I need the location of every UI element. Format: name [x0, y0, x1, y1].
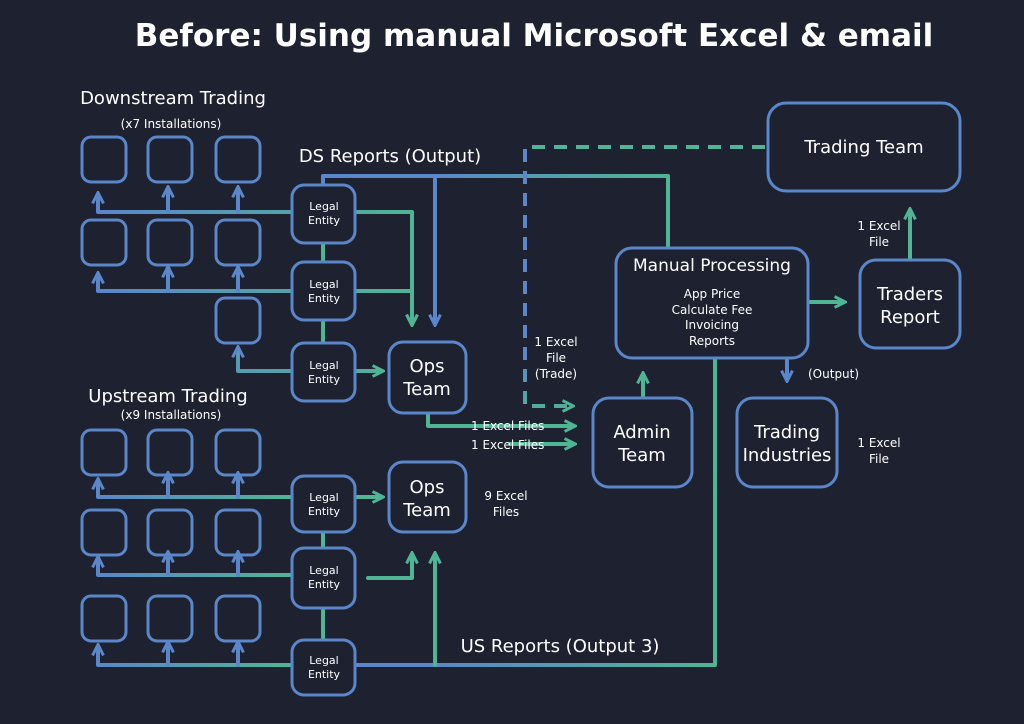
legal-entity-box: [290, 474, 357, 534]
connector-us-row1: [98, 484, 292, 499]
installation-box: [214, 218, 262, 267]
downstream-installations: (x7 Installations): [120, 117, 222, 131]
trading-industries-box: [735, 396, 839, 489]
ops-team-box: [387, 460, 468, 534]
upstream-installations: (x9 Installations): [120, 408, 222, 422]
installation-box: [146, 594, 194, 643]
installation-box: [214, 135, 262, 184]
connector-ds-row1: [98, 198, 412, 320]
page-title: Before: Using manual Microsoft Excel & e…: [134, 18, 934, 54]
legal-entity-box: [290, 260, 357, 322]
legal-entity-box: [290, 341, 357, 403]
installation-box: [214, 594, 262, 643]
installation-box: [80, 594, 128, 643]
manual-processing-title: Manual Processing: [633, 256, 791, 276]
ds-reports-label: DS Reports (Output): [298, 146, 482, 167]
legal-entity-box: [290, 638, 357, 697]
note-excel-files-2: 1 Excel Files: [471, 438, 545, 452]
connector-ds-row2: [98, 278, 412, 320]
trading-team-box: [766, 101, 962, 193]
note-excel-files-1: 1 Excel Files: [471, 419, 545, 433]
installation-box: [214, 428, 262, 477]
trading-team-label: Trading Team: [804, 137, 924, 158]
downstream-label: Downstream Trading: [80, 88, 266, 109]
us-reports-bus: [355, 356, 717, 667]
upstream-label: Upstream Trading: [88, 386, 248, 407]
installation-box: [80, 135, 128, 184]
manual-processing-box: [614, 246, 810, 360]
installation-box: [80, 428, 128, 477]
connector-us-row2: [98, 562, 292, 577]
note-output: (Output): [808, 367, 860, 381]
legal-entity-box: [290, 183, 357, 245]
installation-box: [80, 508, 128, 557]
installation-box: [214, 296, 262, 345]
installation-box: [214, 508, 262, 557]
installation-box: [80, 218, 128, 267]
admin-team-box: [591, 396, 694, 489]
connector-us-row3: [98, 650, 292, 667]
ops-team-box: [387, 340, 468, 415]
installation-box: [146, 428, 194, 477]
installation-box: [146, 218, 194, 267]
connector-ops-admin-1: [426, 411, 570, 426]
installation-box: [146, 508, 194, 557]
connector-lines: [98, 145, 910, 667]
ds-reports-bus: [321, 174, 670, 250]
us-reports-label: US Reports (Output 3): [460, 636, 660, 657]
installation-box: [146, 135, 194, 184]
traders-report-box: [858, 258, 962, 350]
legal-entity-box: [290, 546, 357, 610]
